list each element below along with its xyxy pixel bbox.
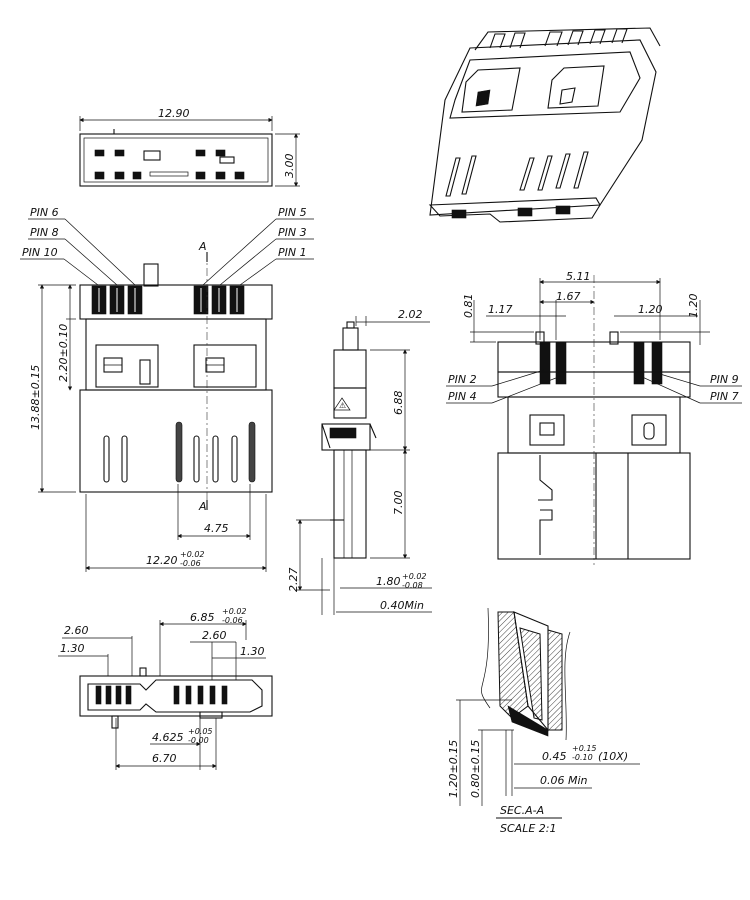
- dim-rear-vertical: 1.20: [687, 294, 700, 319]
- label-pin-9: PIN 9: [710, 373, 739, 386]
- dim-bottom-a: 2.60: [64, 624, 89, 637]
- dim-rear-pitch-a: 1.17: [488, 303, 513, 316]
- dim-section-width: 0.45: [542, 750, 567, 763]
- dim-section-count: (10X): [598, 750, 628, 763]
- dim-side-pin-tol-up: +0.02: [402, 572, 427, 581]
- top-view: 12.90 3.00: [79, 107, 300, 187]
- section-view: 1.20±0.15 0.80±0.15 0.45 +0.15 -0.10 (10…: [447, 607, 640, 835]
- bottom-view: 2.60 1.30 6.85 +0.02 -0.06 2.60 1.30 4.6…: [58, 607, 273, 770]
- dim-section-width-tol-up: +0.15: [572, 744, 597, 753]
- label-pin-2: PIN 2: [448, 373, 477, 386]
- dim-side-left: 2.27: [287, 568, 300, 593]
- section-title: SEC.A-A: [500, 804, 544, 817]
- dim-side-upper: 6.88: [392, 391, 405, 416]
- dim-bottom-c: 6.85: [190, 611, 215, 624]
- dim-side-min: 0.40Min: [380, 599, 424, 612]
- dim-bottom-b: 1.30: [60, 642, 85, 655]
- dim-bottom-width: 12.20: [146, 554, 178, 567]
- isometric-view: [428, 27, 661, 223]
- section-scale: SCALE 2:1: [500, 822, 556, 835]
- rear-view: PIN 2 PIN 4 PIN 9 PIN 7 5.11 1.67 1.17 1…: [446, 270, 742, 565]
- dim-top-height: 3.00: [283, 154, 296, 179]
- label-pin-7: PIN 7: [710, 390, 739, 403]
- dim-section-height-2: 0.80±0.15: [469, 740, 482, 798]
- section-marker-bottom: A: [198, 500, 207, 513]
- label-pin-1: PIN 1: [278, 246, 307, 259]
- dim-upper-height: 2.20±0.10: [57, 324, 70, 382]
- dim-rear-top-h: 0.81: [462, 294, 475, 319]
- front-view: PIN 6 PIN 8 PIN 10 PIN 5 PIN 3 PIN 1: [20, 206, 314, 572]
- label-pin-5: PIN 5: [278, 206, 307, 219]
- dim-section-height-1: 1.20±0.15: [447, 740, 460, 798]
- section-marker-top: A: [198, 240, 207, 253]
- dim-top-width: 12.90: [158, 107, 190, 120]
- dim-side-thickness: 2.02: [398, 308, 423, 321]
- dim-bottom-f-tol-up: +0.05: [188, 727, 213, 736]
- dim-section-min: 0.06 Min: [540, 774, 588, 787]
- side-view: ⚠ 2.02 6.88 7.00 2.27 1.80 +0.02 -0.08 0…: [287, 308, 432, 615]
- dim-bottom-width-tol-up: +0.02: [180, 550, 205, 559]
- dim-rear-pitch-b: 1.67: [556, 290, 581, 303]
- dim-bottom-f: 4.625: [152, 731, 184, 744]
- label-pin-4: PIN 4: [448, 390, 477, 403]
- dim-section-width-tol-dn: -0.10: [572, 753, 593, 762]
- dim-side-lower: 7.00: [392, 491, 405, 516]
- dim-overall-height: 13.88±0.15: [29, 365, 42, 430]
- label-pin-10: PIN 10: [22, 246, 58, 259]
- dim-rear-overall: 5.11: [566, 270, 591, 283]
- dim-bottom-c-tol-dn: -0.06: [222, 616, 243, 625]
- dim-side-pin: 1.80: [376, 575, 401, 588]
- dim-section-span: 4.75: [204, 522, 229, 535]
- dim-bottom-c-tol-up: +0.02: [222, 607, 247, 616]
- label-pin-8: PIN 8: [30, 226, 59, 239]
- dim-rear-pitch-c: 1.20: [638, 303, 663, 316]
- label-pin-3: PIN 3: [278, 226, 307, 239]
- dim-bottom-e: 1.30: [240, 645, 265, 658]
- dim-bottom-width-tol-dn: -0.06: [180, 559, 201, 568]
- dim-side-pin-tol-dn: -0.08: [402, 581, 423, 590]
- dim-bottom-g: 6.70: [152, 752, 177, 765]
- label-pin-6: PIN 6: [30, 206, 59, 219]
- svg-text:⚠: ⚠: [339, 401, 346, 410]
- dim-bottom-d: 2.60: [202, 629, 227, 642]
- dim-bottom-f-tol-dn: -0.00: [188, 736, 209, 745]
